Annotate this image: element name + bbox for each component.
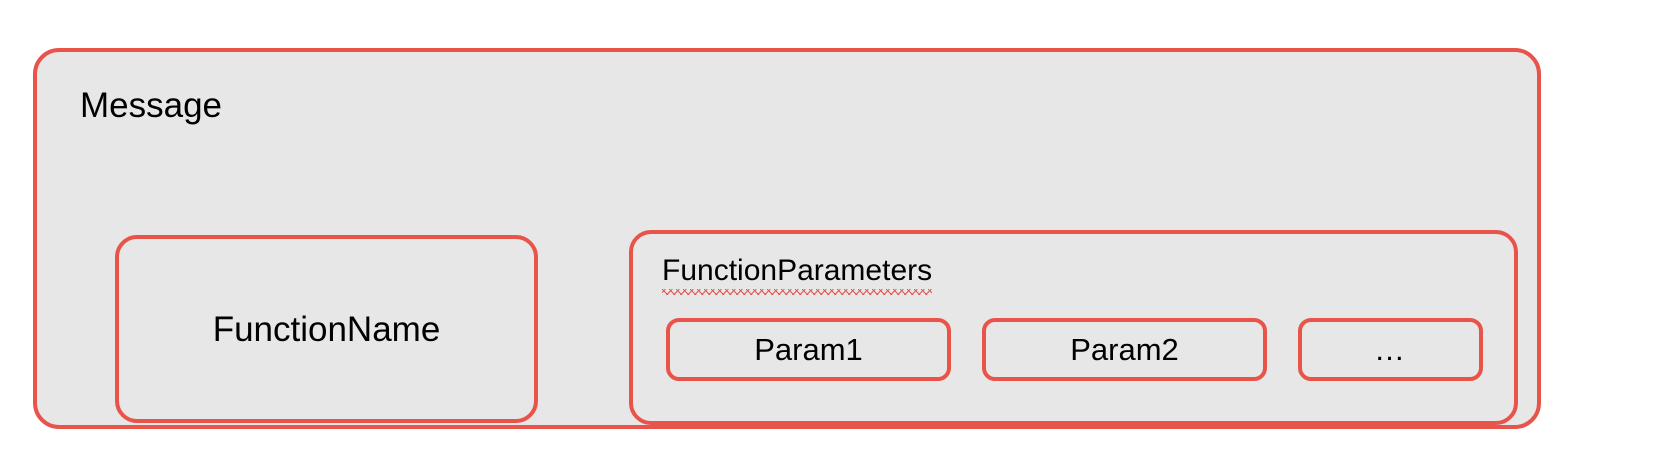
param-chip[interactable]: Param1 — [666, 318, 951, 381]
function-name-box[interactable]: FunctionName — [115, 235, 538, 423]
param-chip[interactable]: Param2 — [982, 318, 1267, 381]
param-chip-ellipsis[interactable]: … — [1298, 318, 1483, 381]
parameters-row: Param1 Param2 … — [666, 318, 1500, 381]
param-chip-label: … — [1374, 332, 1407, 367]
function-parameters-label: FunctionParameters — [662, 254, 933, 295]
message-box[interactable]: Message FunctionName FunctionParameters … — [33, 48, 1541, 429]
function-parameters-label-wrap: FunctionParameters — [662, 254, 933, 295]
param-chip-label: Param2 — [1070, 332, 1179, 367]
message-label: Message — [80, 86, 223, 125]
function-name-label: FunctionName — [212, 309, 441, 349]
param-chip-label: Param1 — [754, 332, 863, 367]
function-parameters-box[interactable]: FunctionParameters Param1 Param2 … — [629, 230, 1518, 425]
